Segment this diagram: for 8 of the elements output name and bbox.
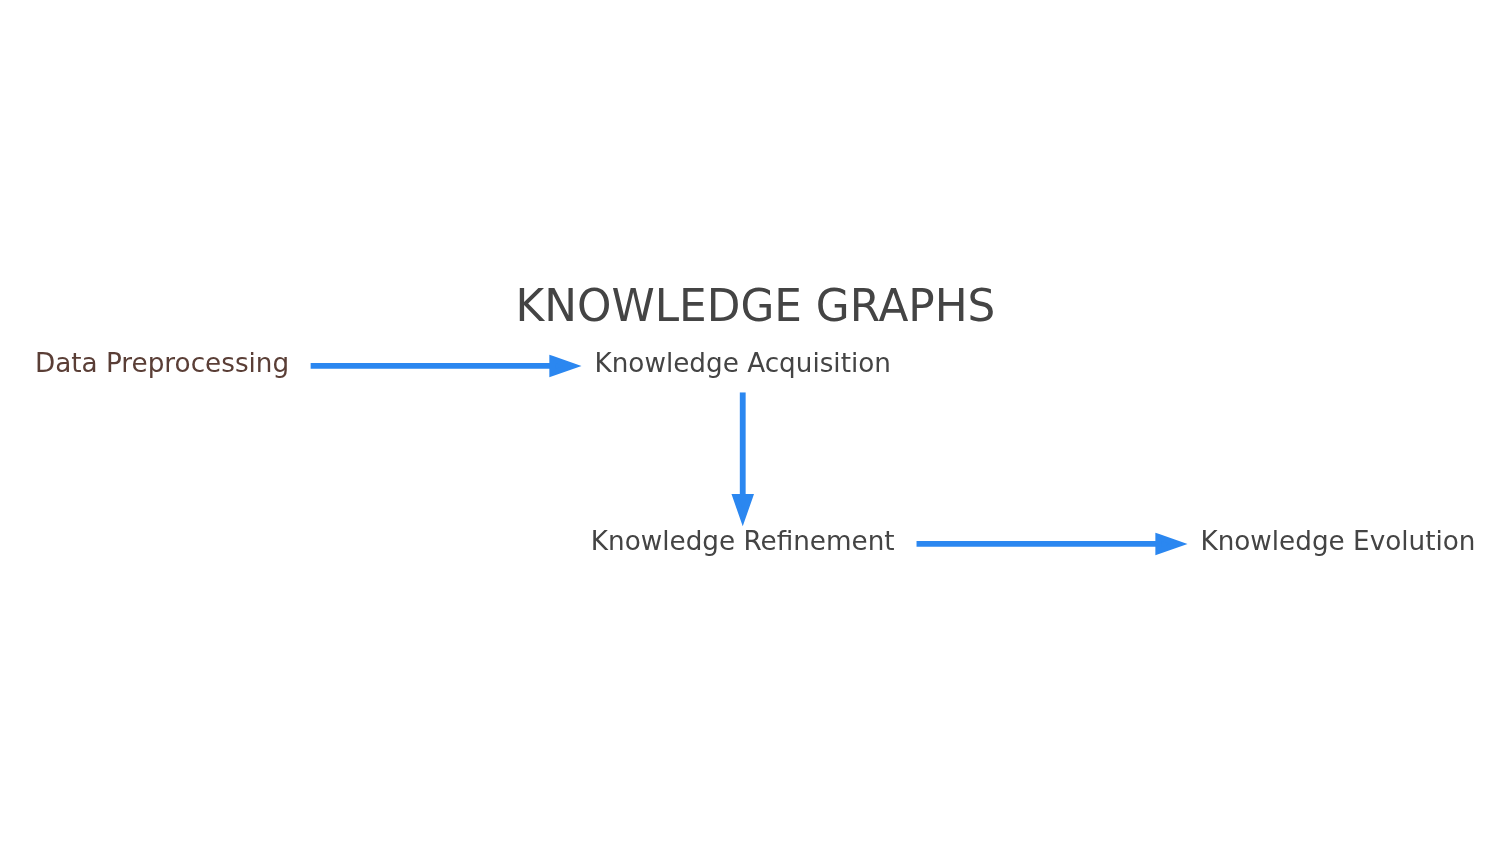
node-text: Knowledge Evolution: [1200, 526, 1476, 557]
arrow: [916, 532, 1188, 556]
node-text: Knowledge Refinement: [590, 526, 895, 557]
node-text: Data Preprocessing: [34, 348, 290, 379]
node-text: Knowledge Acquisition: [594, 348, 891, 379]
arrow: [731, 392, 754, 527]
arrow: [310, 354, 582, 378]
diagram-title: KNOWLEDGE GRAPHS: [515, 279, 996, 331]
